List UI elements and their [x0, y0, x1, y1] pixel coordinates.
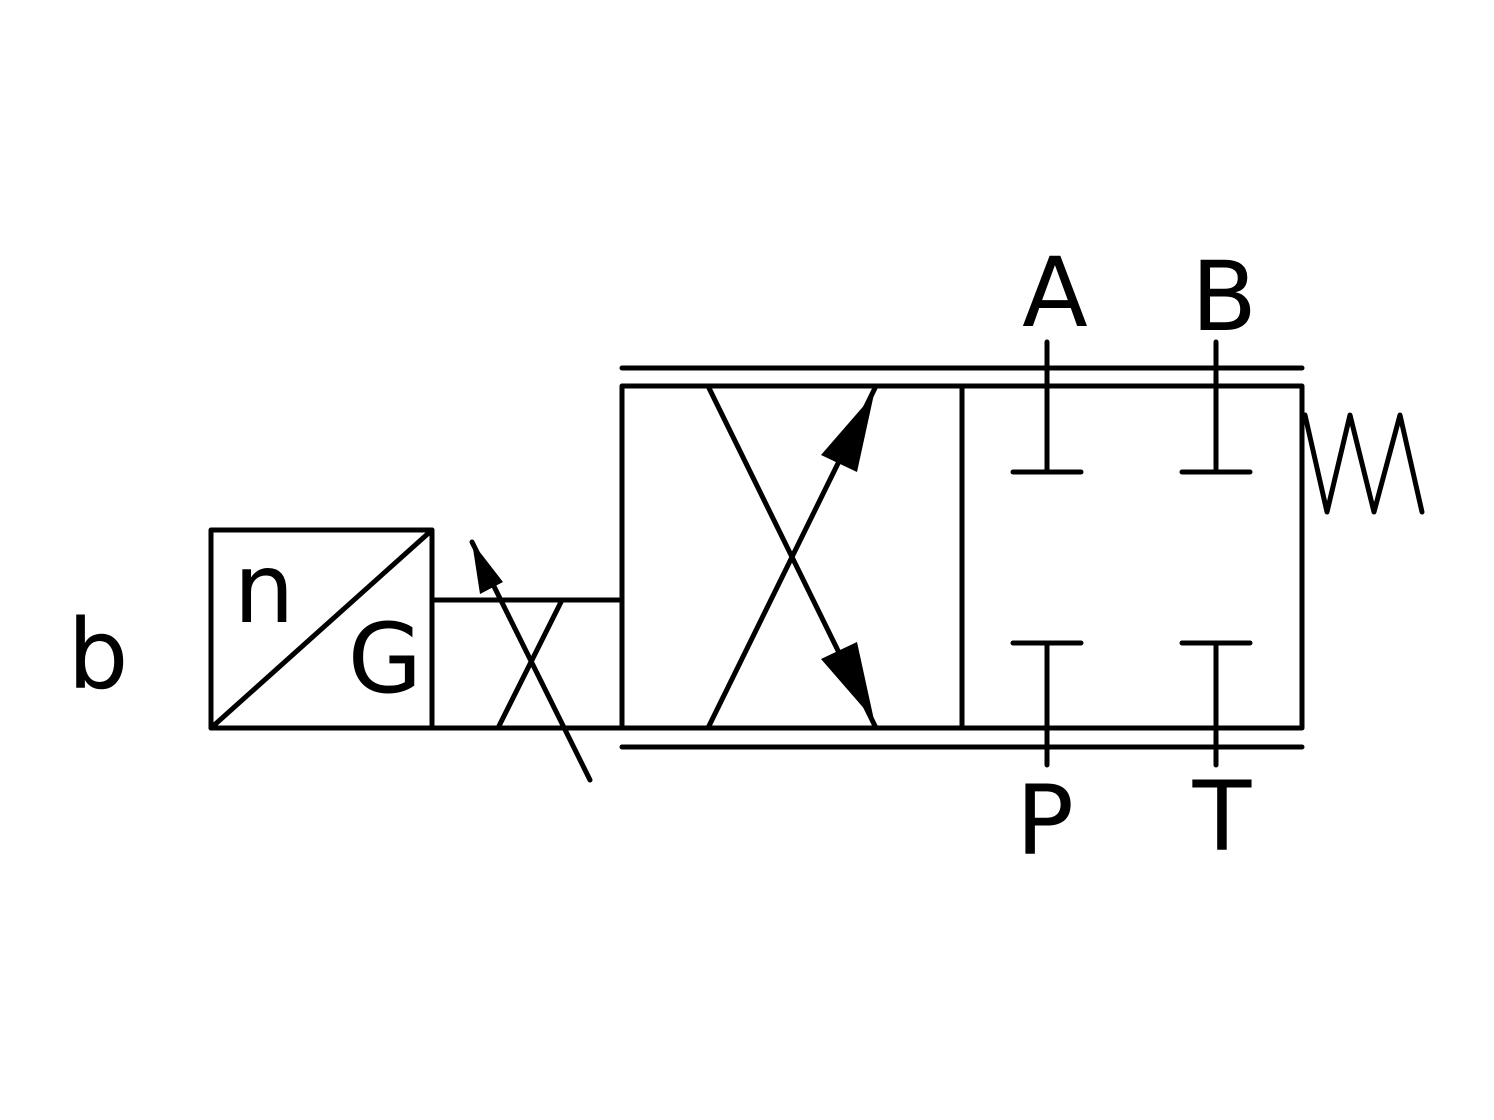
variable-arrow-icon — [472, 542, 503, 594]
actuator-label: b — [68, 599, 129, 711]
sensor-box: n G — [208, 527, 435, 731]
port-p-label: P — [1016, 765, 1074, 877]
spring-icon — [1302, 412, 1425, 515]
port-b-label: B — [1191, 241, 1257, 353]
proportional-solenoid — [429, 539, 625, 783]
flow-arrow-down-icon — [821, 642, 874, 720]
sensor-label-n: n — [234, 533, 295, 645]
sensor-label-g: G — [348, 603, 422, 715]
port-a-label: A — [1022, 237, 1088, 349]
valve-body — [619, 339, 1305, 768]
port-t-label: T — [1192, 761, 1252, 873]
flow-arrow-up-icon — [821, 394, 874, 472]
